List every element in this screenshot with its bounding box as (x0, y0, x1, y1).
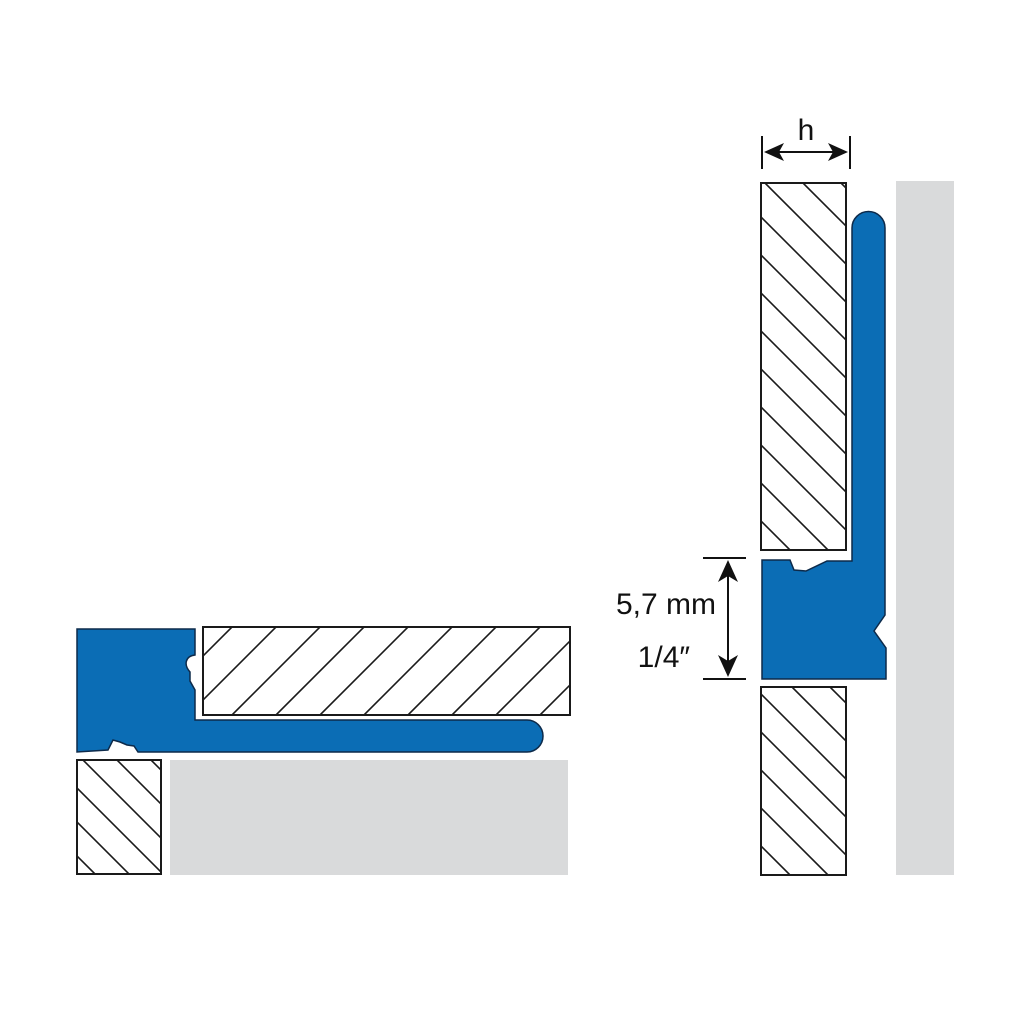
edge-profile-vertical (761, 210, 887, 680)
arrow-up-icon (718, 560, 738, 582)
hatch-line (495, 639, 570, 715)
floor-installation-view (0, 626, 571, 875)
hatch-line (77, 786, 161, 874)
thickness-label: h (798, 114, 815, 147)
hatch-line (319, 627, 409, 715)
hatch-line (761, 692, 846, 781)
hatch-line (385, 183, 752, 550)
hatch-line (82, 760, 161, 840)
hatch-line (0, 627, 56, 715)
wall-installation-view: h 5,7 mm 1/4″ (309, 114, 1024, 876)
floor-tile-top (0, 626, 571, 716)
hatch-line (0, 760, 27, 874)
arrow-left-icon (764, 143, 784, 161)
hatch-line (761, 806, 829, 875)
hatch-line (955, 183, 1024, 550)
hatch-line (275, 627, 365, 715)
hatch-line (982, 687, 1024, 875)
thickness-dimension: h (761, 114, 851, 169)
hatch-line (363, 627, 453, 715)
hatch-line (407, 627, 497, 715)
hatch-line (761, 329, 846, 418)
hatch-line (539, 683, 570, 715)
gap-dimension: 5,7 mm 1/4″ (616, 557, 746, 680)
hatch-line (761, 519, 791, 550)
dimension-imperial-label: 1/4″ (638, 641, 691, 674)
wall-tile-upper (309, 182, 1024, 551)
hatch-line (791, 687, 846, 743)
floor-tile-left (0, 759, 162, 875)
hatch-line (761, 367, 846, 456)
hatch-line (1020, 687, 1024, 875)
edge-profile-horizontal (76, 628, 544, 753)
hatch-line (993, 183, 1024, 550)
arrow-right-icon (828, 143, 848, 161)
hatch-line (761, 481, 829, 550)
wall-tile-lower (564, 686, 1024, 876)
hatch-line (0, 627, 12, 715)
hatch-line (564, 687, 752, 875)
hatch-line (761, 443, 846, 532)
hatch-line (203, 627, 233, 658)
hatch-line (761, 768, 846, 857)
hatch-line (0, 760, 61, 874)
hatch-line (761, 215, 846, 304)
hatch-line (116, 760, 161, 806)
hatch-line (764, 183, 846, 266)
hatch-line (451, 627, 541, 715)
hatch-line (944, 687, 1024, 875)
hatch-line (231, 627, 321, 715)
hatch-line (203, 627, 277, 702)
hatch-line (309, 183, 676, 550)
hatch-line (761, 405, 846, 494)
wall-substrate (896, 181, 954, 875)
dimension-metric-label: 5,7 mm (616, 588, 716, 621)
hatch-line (761, 730, 846, 819)
hatch-line (77, 820, 130, 874)
floor-substrate (170, 760, 568, 875)
arrow-down-icon (718, 655, 738, 677)
hatch-line (761, 291, 846, 380)
hatch-line (347, 183, 714, 550)
